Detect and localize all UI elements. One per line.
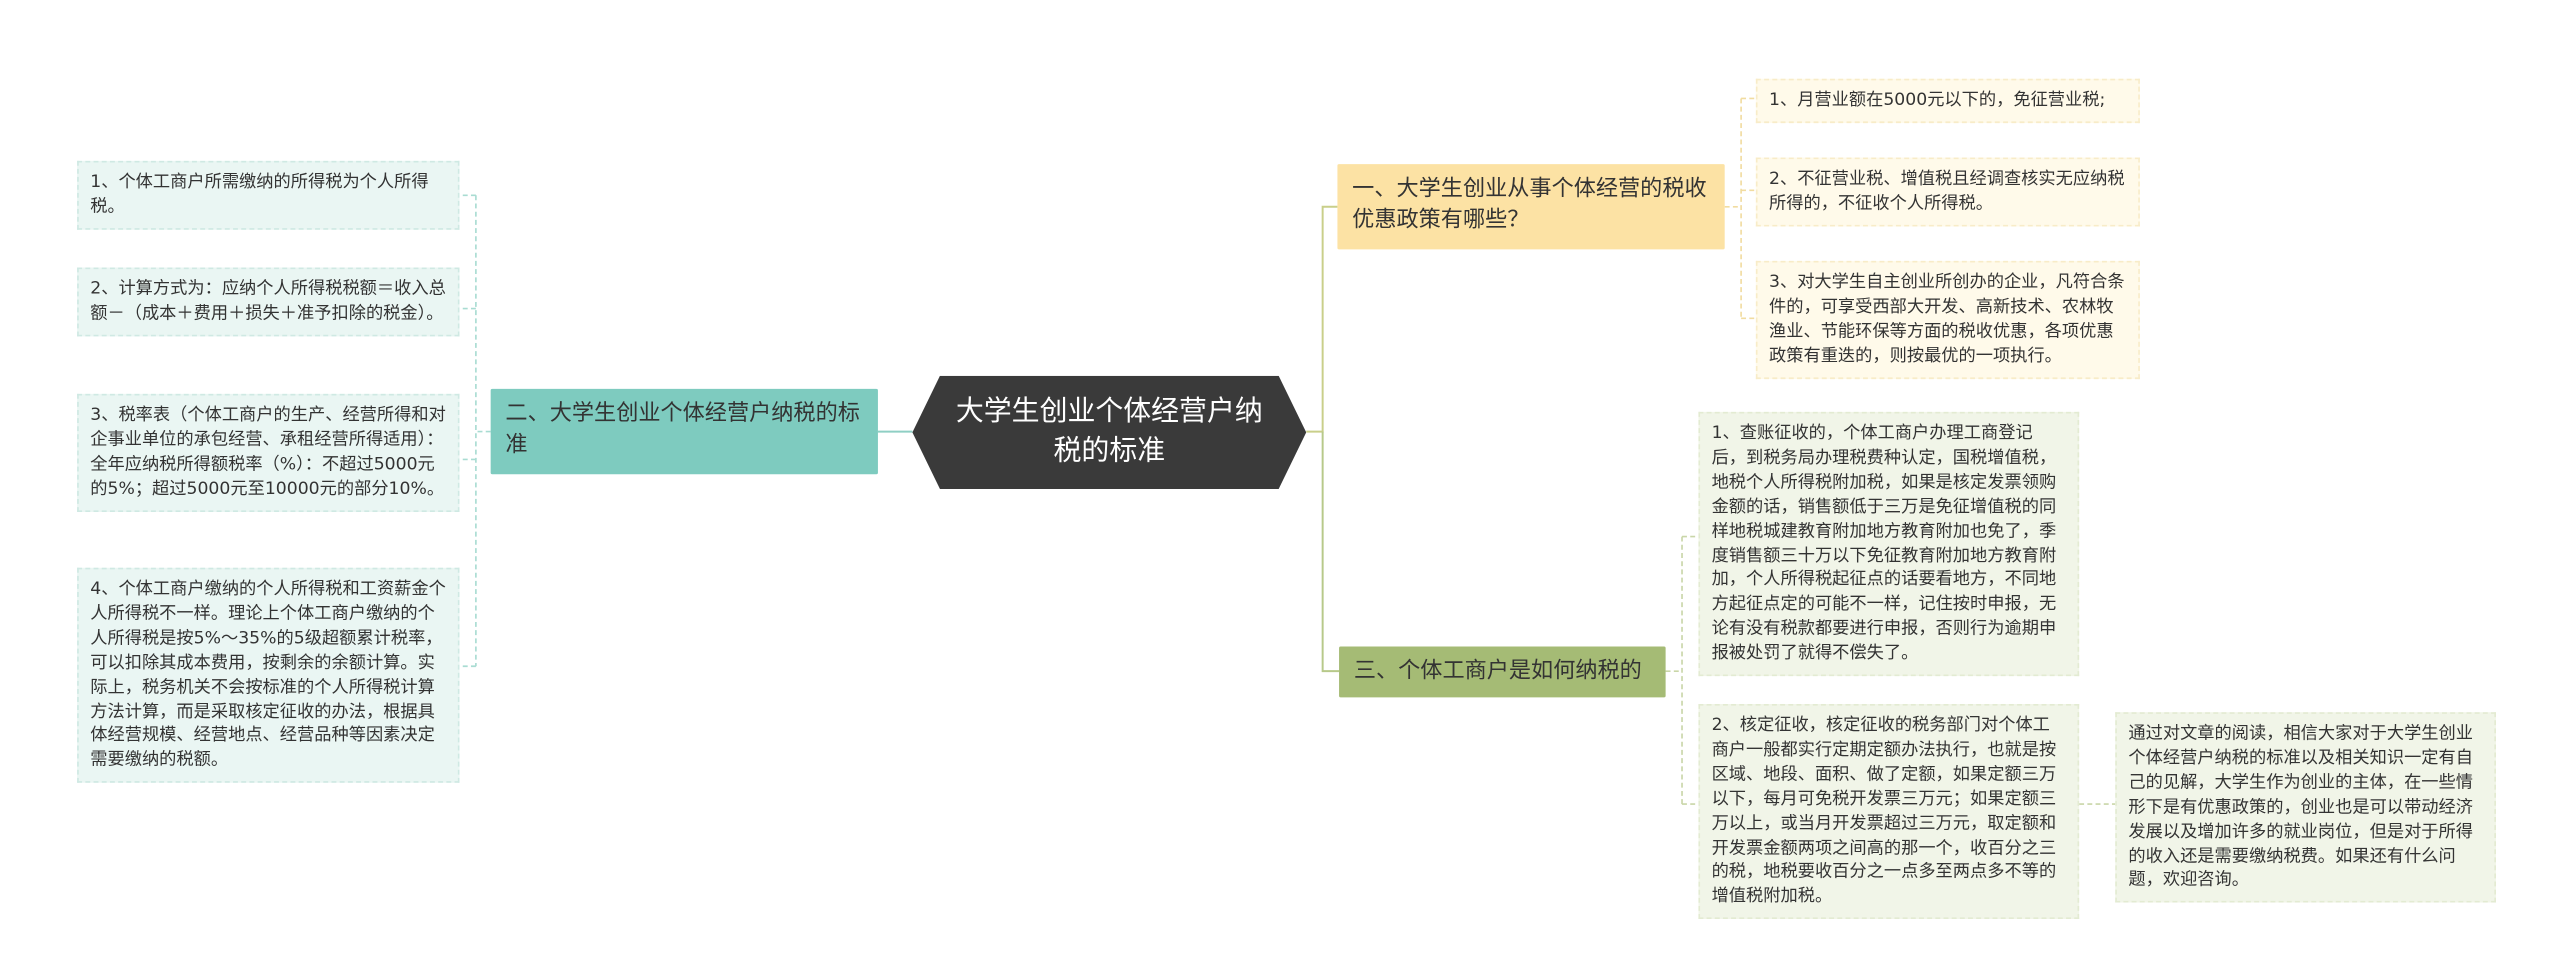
leaf-item[interactable]: 1、个体工商户所需缴纳的所得税为个人所得税。 — [77, 160, 460, 230]
leaf-text: 3、税率表（个体工商户的生产、经营所得和对企事业单位的承包经营、承租经营所得适用… — [90, 405, 446, 499]
branch-title: 三、个体工商户是如何纳税的 — [1353, 658, 1642, 685]
leaf-item[interactable]: 1、月营业额在5000元以下的，免征营业税; — [1755, 78, 2140, 123]
leaf-item[interactable]: 4、个体工商户缴纳的个人所得税和工资薪金个人所得税不一样。理论上个体工商户缴纳的… — [77, 567, 460, 784]
root-title: 大学生创业个体经营户纳税的标准 — [955, 394, 1263, 467]
branch-title: 二、大学生创业个体经营户纳税的标准 — [505, 400, 860, 458]
branch-how-to-pay[interactable]: 三、个体工商户是如何纳税的 — [1339, 646, 1666, 698]
summary-text: 通过对文章的阅读，相信大家对于大学生创业个体经营户纳税的标准以及相关知识一定有自… — [2128, 723, 2473, 891]
leaf-item[interactable]: 1、查账征收的，个体工商户办理工商登记后，到税务局办理税费种认定，国税增值税，地… — [1698, 411, 2080, 677]
leaf-text: 4、个体工商户缴纳的个人所得税和工资薪金个人所得税不一样。理论上个体工商户缴纳的… — [90, 579, 446, 771]
leaf-item[interactable]: 3、税率表（个体工商户的生产、经营所得和对企事业单位的承包经营、承租经营所得适用… — [77, 393, 460, 512]
leaf-text: 1、查账征收的，个体工商户办理工商登记后，到税务局办理税费种认定，国税增值税，地… — [1711, 423, 2057, 664]
leaf-text: 3、对大学生自主创业所创办的企业，凡符合条件的，可享受西部大开发、高新技术、农林… — [1768, 272, 2125, 366]
summary-note[interactable]: 通过对文章的阅读，相信大家对于大学生创业个体经营户纳税的标准以及相关知识一定有自… — [2115, 712, 2496, 904]
branch-tax-benefits[interactable]: 一、大学生创业从事个体经营的税收优惠政策有哪些？ — [1337, 164, 1725, 250]
leaf-text: 2、核定征收，核定征收的税务部门对个体工商户一般都实行定期定额办法执行，也就是按… — [1711, 715, 2057, 907]
branch-tax-standard[interactable]: 二、大学生创业个体经营户纳税的标准 — [490, 388, 878, 475]
leaf-item[interactable]: 2、核定征收，核定征收的税务部门对个体工商户一般都实行定期定额办法执行，也就是按… — [1698, 703, 2080, 920]
branch-title: 一、大学生创业从事个体经营的税收优惠政策有哪些？ — [1352, 175, 1707, 233]
leaf-text: 2、计算方式为：应纳个人所得税税额＝收入总额－（成本＋费用＋损失＋准予扣除的税金… — [90, 278, 446, 324]
leaf-text: 2、不征营业税、增值税且经调查核实无应纳税所得的，不征收个人所得税。 — [1768, 169, 2125, 214]
leaf-text: 1、月营业额在5000元以下的，免征营业税; — [1768, 90, 2106, 110]
leaf-item[interactable]: 3、对大学生自主创业所创办的企业，凡符合条件的，可享受西部大开发、高新技术、农林… — [1755, 260, 2140, 379]
leaf-text: 1、个体工商户所需缴纳的所得税为个人所得税。 — [90, 172, 429, 217]
leaf-item[interactable]: 2、不征营业税、增值税且经调查核实无应纳税所得的，不征收个人所得税。 — [1755, 157, 2140, 227]
root-node[interactable]: 大学生创业个体经营户纳税的标准 — [912, 375, 1307, 490]
leaf-item[interactable]: 2、计算方式为：应纳个人所得税税额＝收入总额－（成本＋费用＋损失＋准予扣除的税金… — [77, 267, 460, 337]
